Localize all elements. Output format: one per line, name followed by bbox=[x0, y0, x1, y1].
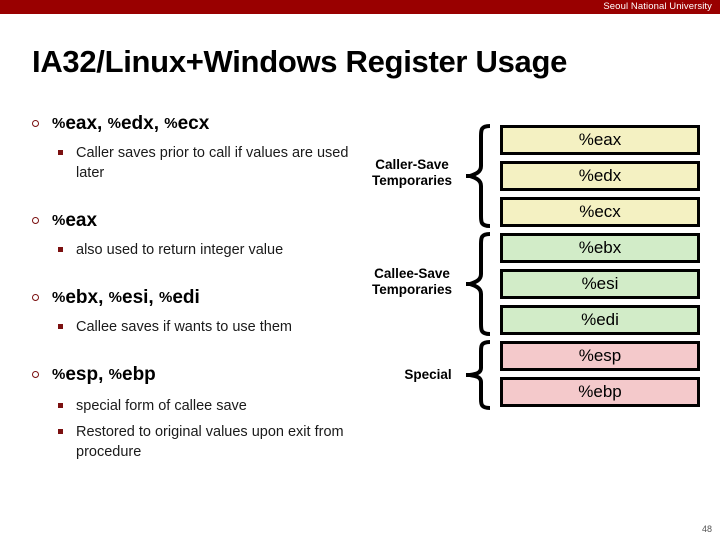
brace-caller-save bbox=[466, 124, 492, 228]
bullet-list: %eax, %edx, %ecx Caller saves prior to c… bbox=[26, 112, 362, 462]
group-label-line2: Temporaries bbox=[371, 282, 453, 297]
circle-bullet-icon bbox=[32, 217, 39, 224]
sub-bullet: Restored to original values upon exit fr… bbox=[54, 422, 362, 462]
page-number: 48 bbox=[701, 524, 712, 534]
bullet-group-1: %eax, %edx, %ecx Caller saves prior to c… bbox=[26, 112, 362, 183]
group-label-line1: Special bbox=[404, 367, 452, 382]
bullet-heading: %ebx, %esi, %edi bbox=[26, 286, 362, 310]
sub-bullet-text: also used to return integer value bbox=[76, 242, 284, 258]
bullet-heading: %eax, %edx, %ecx bbox=[26, 112, 362, 136]
sub-bullet-text: Restored to original values upon exit fr… bbox=[76, 424, 344, 460]
sub-bullet-text: Caller saves prior to call if values are… bbox=[76, 145, 349, 181]
register-box-eax[interactable]: %eax bbox=[500, 125, 700, 155]
group-label-callee-save: Callee-Save Temporaries bbox=[358, 266, 466, 298]
register-box-edi[interactable]: %edi bbox=[500, 305, 700, 335]
group-label-line1: Callee-Save bbox=[374, 266, 450, 281]
bullet-heading-text: %ebx, %esi, %edi bbox=[52, 287, 200, 308]
bullet-heading: %esp, %ebp bbox=[26, 363, 362, 387]
register-box-ebp[interactable]: %ebp bbox=[500, 377, 700, 407]
group-label-special: Special bbox=[390, 367, 466, 383]
bullet-group-3: %ebx, %esi, %edi Callee saves if wants t… bbox=[26, 286, 362, 337]
sub-bullet: Callee saves if wants to use them bbox=[54, 317, 362, 337]
square-bullet-icon bbox=[58, 403, 63, 408]
register-box-esp[interactable]: %esp bbox=[500, 341, 700, 371]
sub-bullet-text: Callee saves if wants to use them bbox=[76, 319, 292, 335]
group-label-caller-save: Caller-Save Temporaries bbox=[358, 157, 466, 189]
square-bullet-icon bbox=[58, 324, 63, 329]
brace-special bbox=[466, 340, 492, 410]
register-box-edx[interactable]: %edx bbox=[500, 161, 700, 191]
circle-bullet-icon bbox=[32, 120, 39, 127]
bullet-heading-text: %eax, %edx, %ecx bbox=[52, 113, 210, 134]
circle-bullet-icon bbox=[32, 294, 39, 301]
bullet-heading-text: %esp, %ebp bbox=[52, 364, 156, 385]
page-title: IA32/Linux+Windows Register Usage bbox=[32, 44, 568, 79]
square-bullet-icon bbox=[58, 150, 63, 155]
brace-callee-save bbox=[466, 232, 492, 336]
square-bullet-icon bbox=[58, 429, 63, 434]
top-banner: Seoul National University bbox=[0, 0, 720, 14]
bullet-group-4: %esp, %ebp special form of callee save R… bbox=[26, 363, 362, 462]
sub-bullet: also used to return integer value bbox=[54, 240, 362, 260]
bullet-group-2: %eax also used to return integer value bbox=[26, 209, 362, 260]
sub-bullet-text: special form of callee save bbox=[76, 398, 247, 414]
bullet-heading: %eax bbox=[26, 209, 362, 233]
register-box-esi[interactable]: %esi bbox=[500, 269, 700, 299]
group-label-line2: Temporaries bbox=[371, 173, 453, 188]
institution-name: Seoul National University bbox=[603, 1, 712, 12]
sub-bullet: Caller saves prior to call if values are… bbox=[54, 143, 362, 183]
register-box-ecx[interactable]: %ecx bbox=[500, 197, 700, 227]
sub-bullet: special form of callee save bbox=[54, 396, 362, 416]
register-box-ebx[interactable]: %ebx bbox=[500, 233, 700, 263]
square-bullet-icon bbox=[58, 247, 63, 252]
circle-bullet-icon bbox=[32, 371, 39, 378]
group-label-line1: Caller-Save bbox=[375, 157, 449, 172]
bullet-heading-text: %eax bbox=[52, 210, 98, 231]
